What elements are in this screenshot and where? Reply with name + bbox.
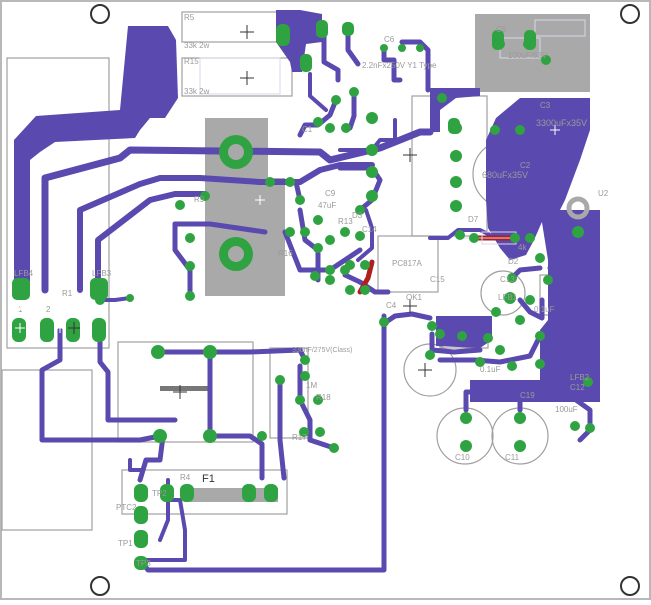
label-c4: C4 [386,301,397,310]
label-lfb4: LFB4 [14,269,34,278]
mounting-hole-top-right [620,4,640,24]
label-r1: R1 [62,289,73,298]
label-c19: C19 [520,391,535,400]
label-c9-value: 47uF [318,201,336,210]
label-c2-value: 680uFx35V [482,170,528,180]
label-c11: C11 [505,453,520,462]
label-c5-value: 100uF/63V [508,51,548,60]
label-val-01uf-b: 0.1uF [480,365,501,374]
label-lfb2: LFB2 [570,373,590,382]
label-c6: C6 [384,35,395,44]
label-r4: R4 [180,473,191,482]
large-labels: B1 F1 [10,301,215,485]
label-pin1: 1 [18,305,23,314]
label-lfb3: LFB3 [92,269,112,278]
label-r5: R5 [184,13,195,22]
label-c3: C3 [540,101,551,110]
power-transistor-pads [219,135,253,271]
inductor-ring [566,196,590,220]
label-d7: D7 [468,215,479,224]
label-tp1: TP1 [118,539,133,548]
label-ptc2: PTC2 [116,503,137,512]
label-c12-value: 100uF [555,405,578,414]
label-r15: R15 [184,57,199,66]
label-r17: R17 [292,433,307,442]
label-r9: R9 [194,195,205,204]
component-labels: R5 33k 2w R15 33k 2w C6 2.2nFx250V Y1 Ty… [14,13,609,568]
label-c15: C15 [430,275,445,284]
label-c6-value: 2.2nFx250V Y1 Type [362,61,437,70]
label-c2: C2 [520,161,531,170]
label-c9: C9 [325,189,336,198]
label-pin2: 2 [46,305,51,314]
label-pc817: PC817A [392,259,422,268]
mounting-hole-bottom-left [90,576,110,596]
label-c13: C13 [500,275,515,284]
label-lfb1: LFB1 [498,293,518,302]
label-r13: R13 [338,217,353,226]
copper-pours [14,10,600,402]
label-val-4k: 4k [518,243,527,252]
label-tp2: TP2 [152,489,167,498]
label-c12: C12 [570,383,585,392]
label-ok1: OK1 [406,293,423,302]
mounting-hole-bottom-right [620,576,640,596]
label-u2: U2 [598,189,609,198]
mounting-hole-top-left [90,4,110,24]
label-d3: D3 [352,211,363,220]
label-b1: B1 [10,301,23,313]
label-tp3: TP3 [136,559,151,568]
label-r18-value: 1M [306,381,317,390]
label-r15-value: 33k 2w [184,87,210,96]
label-c14: C14 [362,225,377,234]
label-c1: C1 [302,125,313,134]
label-r18: R18 [316,393,331,402]
label-r16: R16 [278,249,293,258]
label-c5: C5 [496,25,507,34]
label-d2: D2 [508,257,519,266]
label-c3-value: 3300uFx35V [536,118,587,128]
label-c10: C10 [455,453,470,462]
label-f1: F1 [202,473,215,485]
dark-crosshair-marks [68,25,432,399]
label-r5-value: 33k 2w [184,41,210,50]
oblong-pads [12,20,536,570]
label-val-01uf: 0.1uF [534,305,555,314]
label-cap-330: 330nF/275V(Class) [292,347,352,354]
copper-traces [39,25,593,573]
